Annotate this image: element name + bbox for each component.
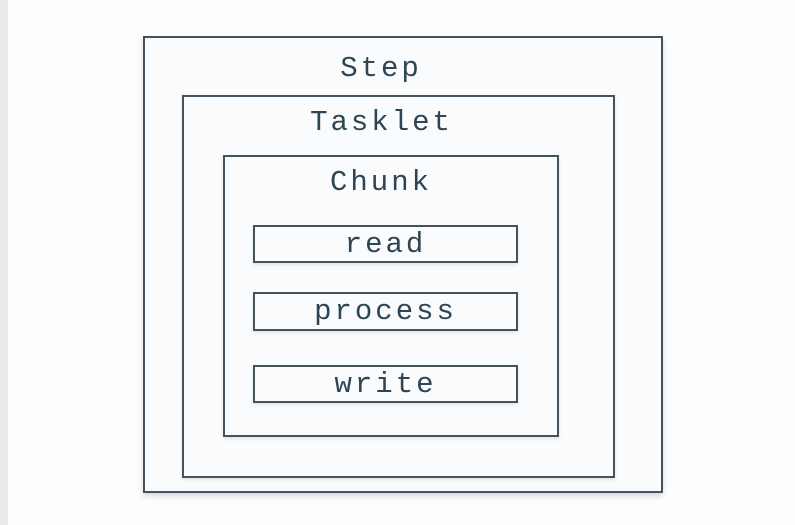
chunk-label: Chunk: [329, 166, 432, 199]
operation-label-write: write: [334, 367, 437, 401]
chunk-box: Chunk read process write: [223, 155, 559, 437]
step-box: Step Tasklet Chunk read process write: [143, 36, 663, 493]
step-label: Step: [340, 52, 422, 85]
operation-label-process: process: [314, 295, 457, 328]
tasklet-box: Tasklet Chunk read process write: [182, 95, 615, 478]
tasklet-label: Tasklet: [310, 106, 453, 139]
operation-box-process: process: [253, 292, 518, 331]
operation-label-read: read: [344, 227, 427, 261]
operation-box-read: read: [253, 225, 518, 263]
left-edge-strip: [0, 0, 8, 525]
operation-box-write: write: [253, 365, 518, 403]
